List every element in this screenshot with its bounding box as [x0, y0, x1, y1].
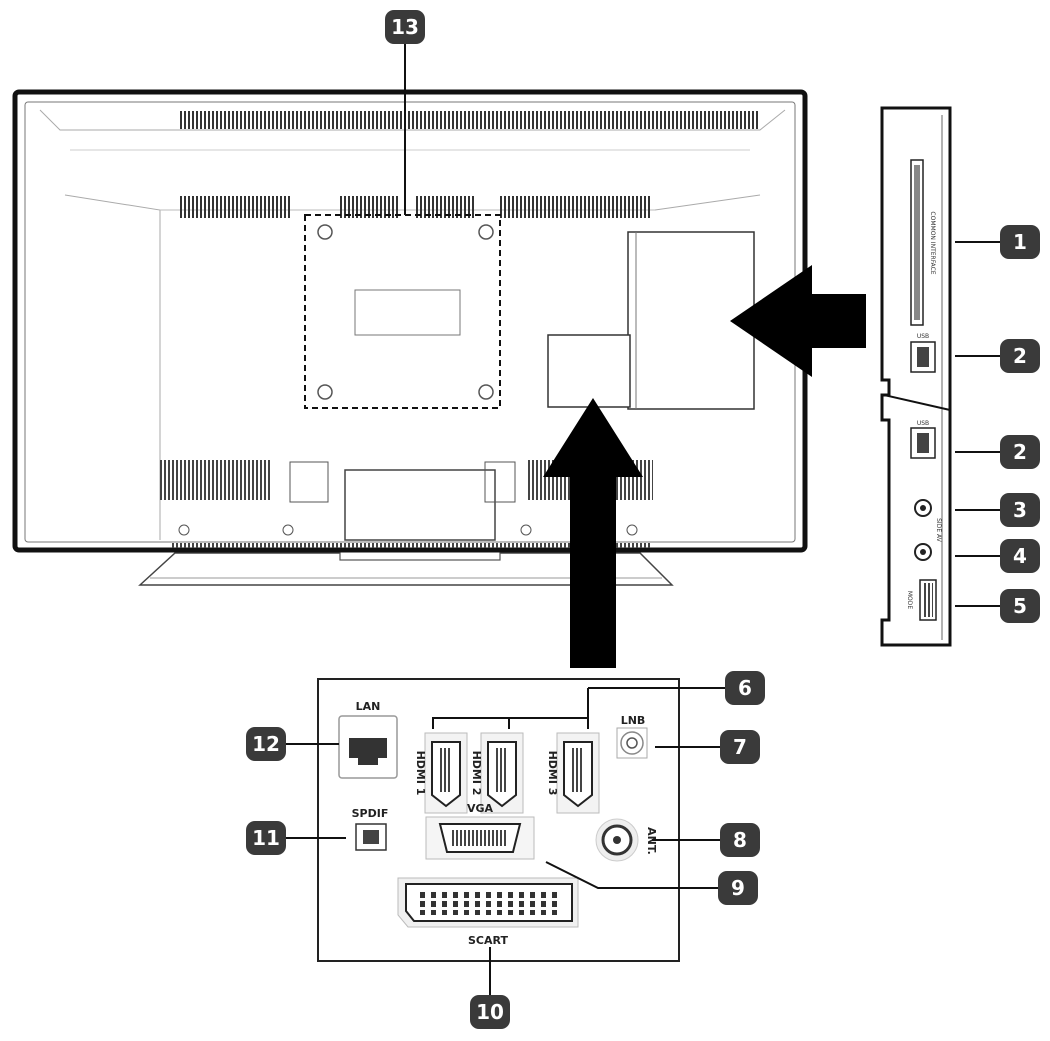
spdif-label: SPDIF	[352, 807, 389, 820]
badge-4	[1000, 539, 1040, 573]
badge-12-text: 12	[252, 732, 280, 756]
badge-3	[1000, 493, 1040, 527]
badge-11-text: 11	[252, 826, 280, 850]
hdmi3-label: HDMI 3	[546, 751, 559, 796]
badge-10-text: 10	[476, 1000, 504, 1024]
ant-label: ANT.	[645, 827, 658, 855]
badge-2-top	[1000, 339, 1040, 373]
lan-label: LAN	[356, 700, 381, 713]
vga-label: VGA	[467, 802, 494, 815]
badge-5	[1000, 589, 1040, 623]
rear-connector-panel: LAN HDMI 1 HDMI 2 HDMI 3 LNB SPDIF VGA A…	[317, 678, 680, 962]
hdmi1-label: HDMI 1	[414, 751, 427, 796]
badge-2-bottom	[1000, 435, 1040, 469]
badge-6	[725, 671, 765, 705]
badge-12	[246, 727, 286, 761]
badge-9	[718, 871, 758, 905]
badge-13	[385, 10, 425, 44]
badge-8	[720, 823, 760, 857]
usb-bottom-label: USB	[917, 420, 929, 427]
callout-badges: 13 1 2 2 3 4 5 6 7 8 9 10 11 12	[246, 10, 1040, 1029]
lnb-label: LNB	[621, 714, 646, 727]
tv-back-view	[12, 89, 808, 586]
badge-9-text: 9	[731, 876, 745, 900]
badge-8-text: 8	[733, 828, 747, 852]
badge-1-text: 1	[1013, 230, 1027, 254]
badge-5-text: 5	[1013, 594, 1027, 618]
ci-slot-label: COMMON INTERFACE	[929, 211, 936, 274]
side-panel: COMMON INTERFACE USB USB SIDE AV MODE	[880, 106, 952, 647]
arrow-up	[543, 398, 643, 668]
mode-switch-label: MODE	[906, 591, 913, 610]
side-av-label: SIDE AV	[935, 518, 942, 543]
badge-13-text: 13	[391, 15, 419, 39]
arrow-left	[730, 265, 866, 377]
badge-1	[1000, 225, 1040, 259]
badge-6-text: 6	[738, 676, 752, 700]
badge-7-text: 7	[733, 735, 747, 759]
callout-leaders	[286, 241, 1000, 995]
badge-11	[246, 821, 286, 855]
usb-top-label: USB	[917, 333, 929, 340]
scart-label: SCART	[468, 934, 508, 947]
badge-4-text: 4	[1013, 544, 1027, 568]
badge-10	[470, 995, 510, 1029]
badge-3-text: 3	[1013, 498, 1027, 522]
badge-7	[720, 730, 760, 764]
badge-2-top-text: 2	[1013, 344, 1027, 368]
badge-2-bottom-text: 2	[1013, 440, 1027, 464]
hdmi2-label: HDMI 2	[470, 751, 483, 796]
